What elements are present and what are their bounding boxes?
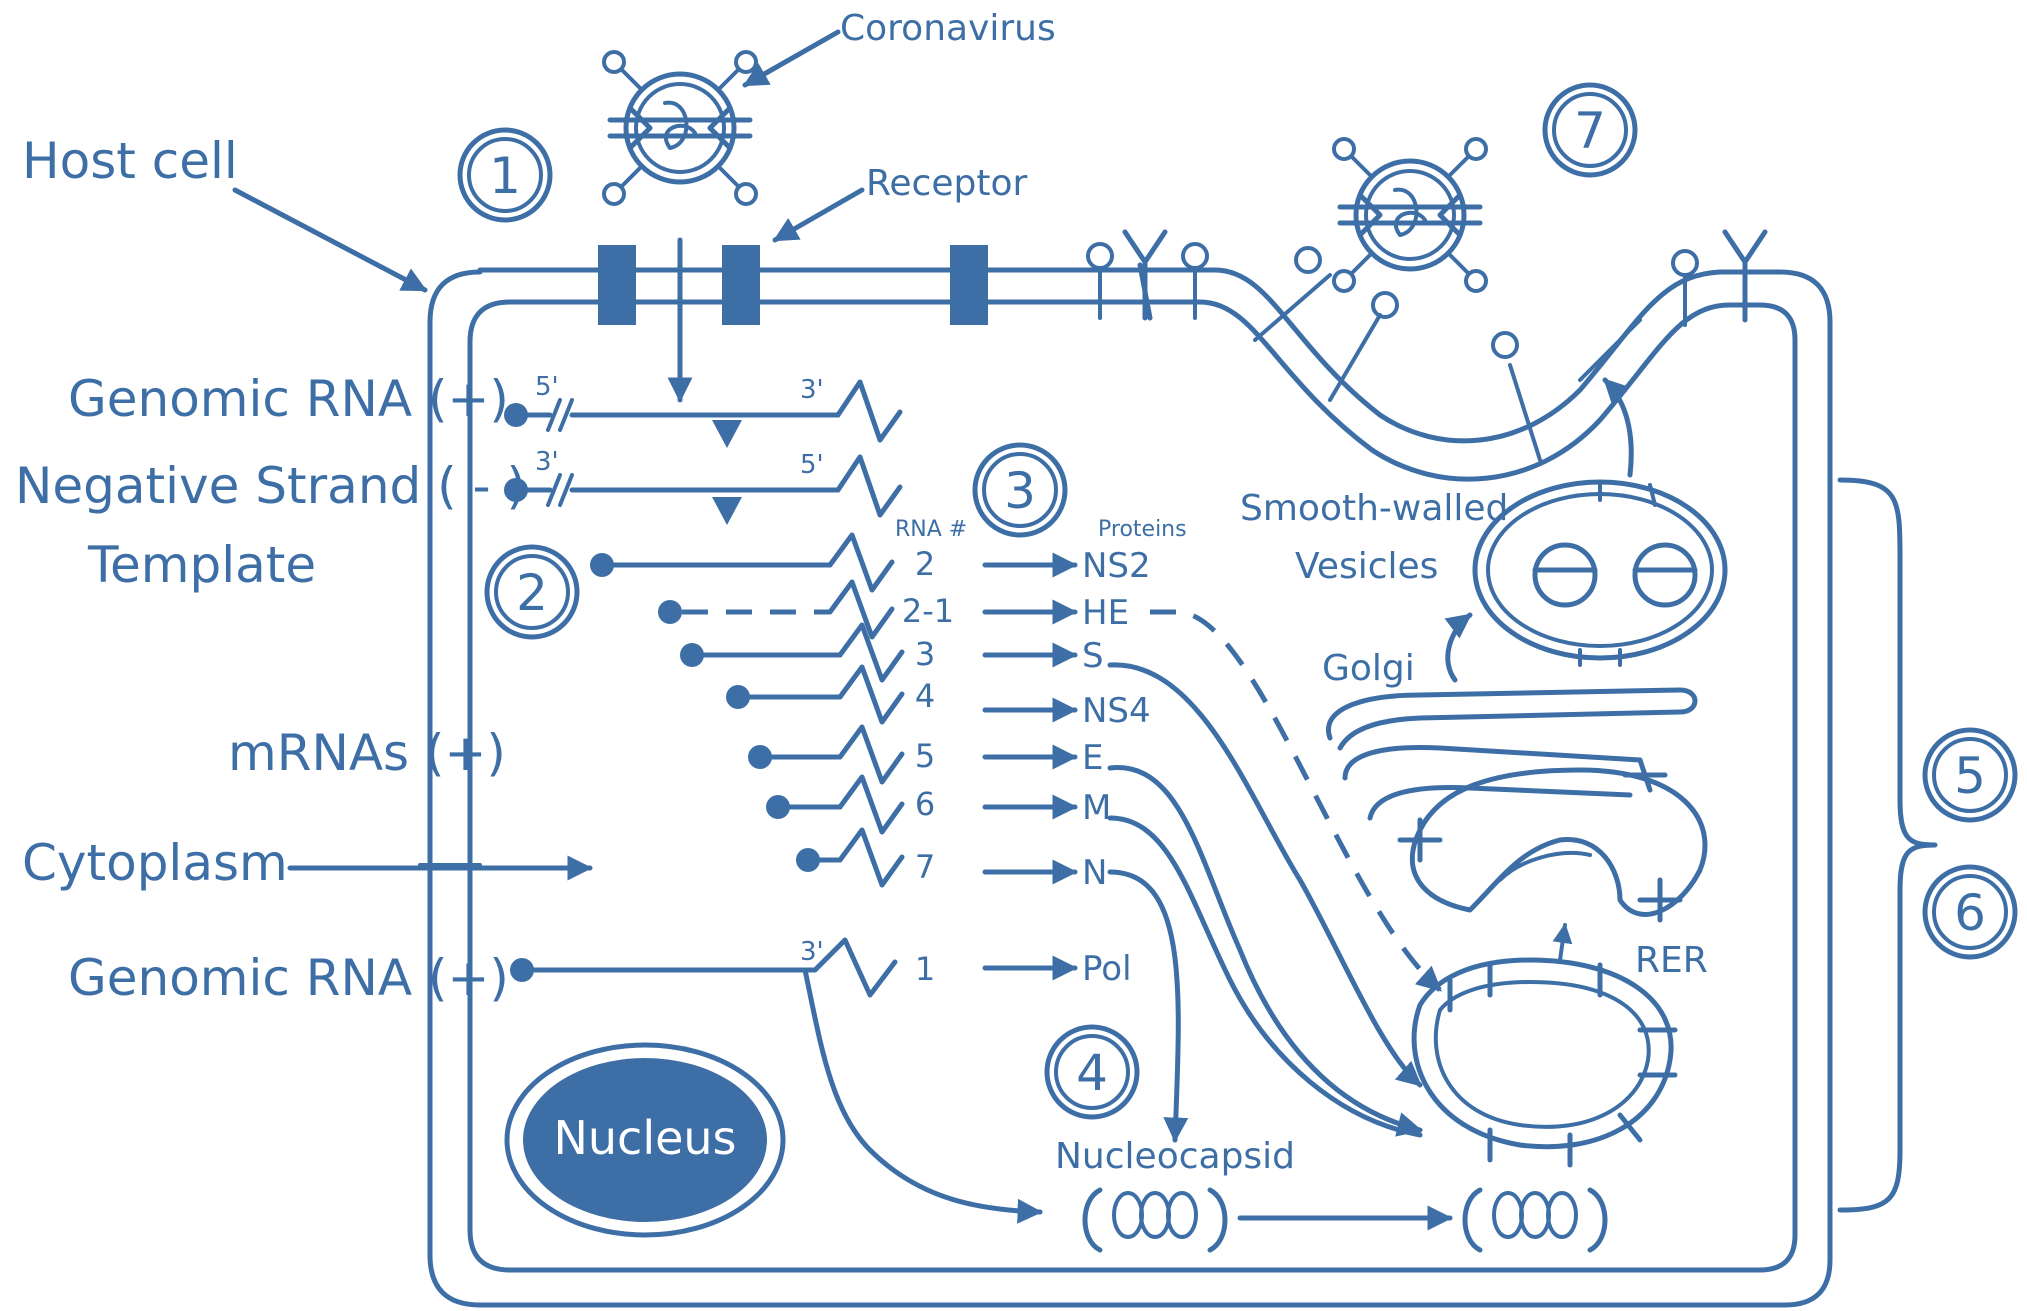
mrna-row-4: 4 NS4 — [726, 664, 1151, 731]
svg-text:2-1: 2-1 — [902, 592, 954, 630]
step-2-marker: 2 — [484, 544, 580, 640]
step-4-marker: 4 — [1044, 1024, 1140, 1120]
mrna-row-2-1: 2-1 HE — [658, 579, 1129, 640]
rna-header: RNA # — [895, 517, 967, 542]
svg-text:7: 7 — [1574, 102, 1606, 160]
nucleocapsid-right — [1462, 1187, 1608, 1253]
mrna-row-5: 5 E — [748, 724, 1103, 785]
svg-text:3': 3' — [800, 937, 824, 967]
template-label: Template — [87, 536, 316, 594]
svg-text:1: 1 — [915, 950, 935, 988]
cell-membrane — [427, 267, 1833, 1308]
vesicles-label: Vesicles — [1295, 546, 1438, 587]
svg-text:Pol: Pol — [1082, 949, 1132, 989]
rough-endoplasmic-reticulum — [1397, 757, 1708, 1168]
svg-text:6: 6 — [915, 785, 935, 823]
golgi-apparatus — [1326, 687, 1698, 821]
step-6-marker: 6 — [1922, 864, 2018, 960]
mrnas-label: mRNAs (+) — [228, 724, 506, 782]
mrna-row-2: 2 NS2 — [590, 532, 1151, 593]
svg-text:4: 4 — [1076, 1044, 1108, 1102]
coronavirus-particle — [604, 52, 756, 204]
step-7-marker: 7 — [1542, 82, 1638, 178]
svg-text:NS4: NS4 — [1082, 691, 1151, 731]
receptors — [598, 245, 988, 325]
brace — [1837, 477, 1938, 1213]
protein-routes — [1107, 609, 1442, 1143]
svg-text:5: 5 — [915, 737, 935, 775]
svg-text:3': 3' — [800, 375, 824, 405]
smooth-walled-vesicle — [1472, 479, 1728, 667]
rer-label: RER — [1635, 940, 1708, 981]
negative-strand-label: Negative Strand ( - ) — [15, 457, 526, 515]
step-5-marker: 5 — [1922, 727, 2018, 823]
host-cell-label: Host cell — [22, 132, 238, 190]
mrna-row-3: 3 S — [680, 622, 1104, 683]
genomic-rna-bottom-strand: 3' 1 Pol — [510, 937, 1132, 998]
svg-text:2: 2 — [915, 545, 935, 583]
genomic-rna-top-label: Genomic RNA (+) — [68, 370, 509, 428]
receptor-label: Receptor — [866, 163, 1027, 204]
svg-text:2: 2 — [516, 564, 548, 622]
svg-text:N: N — [1082, 853, 1107, 893]
svg-text:HE: HE — [1082, 593, 1129, 633]
proteins-header: Proteins — [1098, 517, 1187, 542]
mrna-row-7: 7 N — [796, 827, 1107, 893]
released-virus-particle — [1334, 139, 1486, 291]
svg-text:S: S — [1082, 636, 1104, 676]
cytoplasm-label: Cytoplasm — [22, 834, 288, 892]
genomic-rna-bottom-label: Genomic RNA (+) — [68, 949, 509, 1007]
svg-text:3: 3 — [1004, 462, 1036, 520]
svg-text:1: 1 — [489, 147, 521, 205]
step-1-marker: 1 — [457, 127, 553, 223]
svg-text:6: 6 — [1954, 884, 1986, 942]
svg-text:E: E — [1082, 738, 1103, 778]
golgi-label: Golgi — [1322, 648, 1415, 689]
nucleocapsid-label: Nucleocapsid — [1055, 1136, 1295, 1177]
step-3-marker: 3 — [972, 442, 1068, 538]
genomic-rna-top-strand: 5' 3' — [504, 372, 903, 448]
svg-text:7: 7 — [915, 848, 935, 886]
negative-strand: 3' 5' — [504, 447, 903, 525]
mrna-row-6: 6 M — [766, 774, 1111, 835]
svg-text:M: M — [1082, 788, 1111, 828]
membrane-glycoproteins — [1086, 229, 1768, 462]
svg-text:NS2: NS2 — [1082, 546, 1151, 586]
svg-text:5: 5 — [1954, 747, 1986, 805]
svg-text:3: 3 — [915, 635, 935, 673]
svg-text:5': 5' — [535, 372, 559, 402]
svg-text:Nucleus: Nucleus — [553, 1111, 736, 1165]
svg-text:3': 3' — [535, 447, 559, 477]
smooth-walled-label: Smooth-walled — [1240, 488, 1508, 529]
coronavirus-label: Coronavirus — [840, 8, 1056, 49]
svg-text:5': 5' — [800, 450, 824, 480]
svg-text:4: 4 — [915, 677, 935, 715]
nucleocapsid-left — [1082, 1187, 1228, 1253]
nucleus: Nucleus — [504, 1042, 786, 1238]
